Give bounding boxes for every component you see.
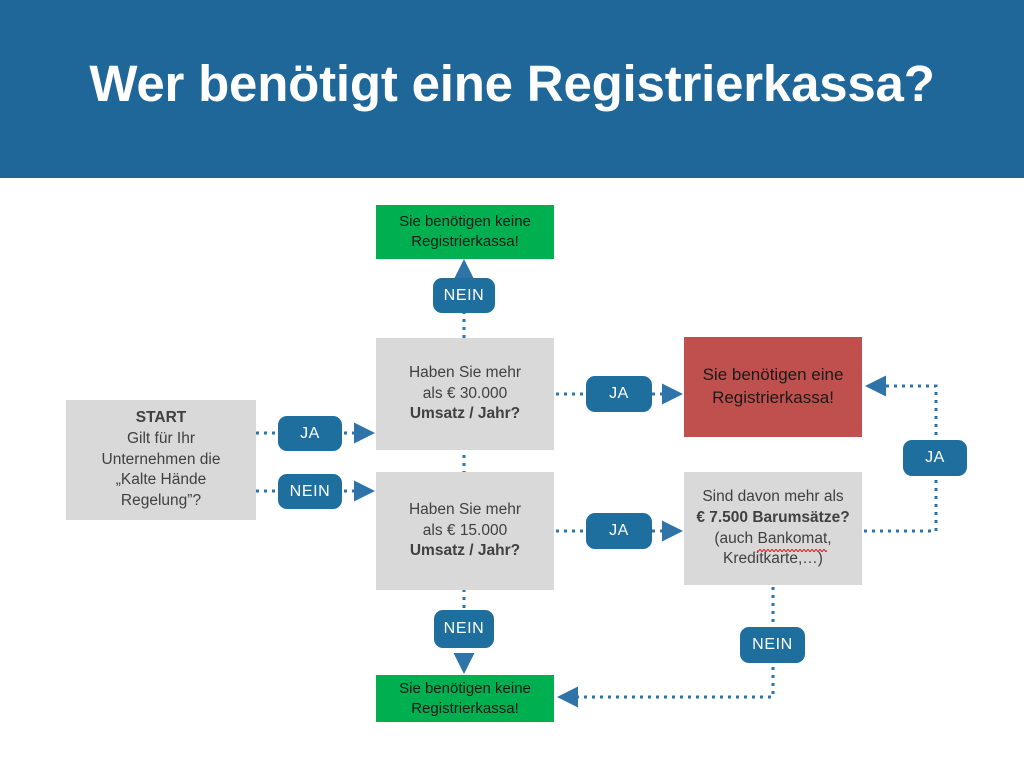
start-line-4: „Kalte Hände bbox=[115, 471, 207, 489]
edge-label-q30000-nein[interactable]: NEIN bbox=[433, 278, 495, 313]
q15000-line-1: Haben Sie mehr bbox=[408, 501, 521, 519]
q15000-line-2: als € 15.000 bbox=[422, 521, 508, 539]
result-red-line-2: Registrierkassa! bbox=[712, 388, 834, 407]
start-line-3: Unternehmen die bbox=[101, 450, 221, 468]
start-line-1: START bbox=[135, 409, 187, 427]
edge-label-q15000-nein[interactable]: NEIN bbox=[434, 610, 494, 648]
node-question-umsatz-30000[interactable]: Haben Sie mehr als € 30.000 Umsatz / Jah… bbox=[376, 338, 554, 450]
node-result-no-register-bottom[interactable]: Sie benötigen keine Registrierkassa! bbox=[376, 675, 554, 722]
result-red-line-1: Sie benötigen eine bbox=[702, 365, 844, 385]
q30000-line-1: Haben Sie mehr bbox=[408, 364, 521, 382]
barumsaetze-line-1: Sind davon mehr als bbox=[702, 488, 844, 506]
start-line-5: Regelung”? bbox=[120, 491, 202, 509]
node-result-no-register-top[interactable]: Sie benötigen keine Registrierkassa! bbox=[376, 205, 554, 259]
result-top-line-1: Sie benötigen keine bbox=[399, 213, 531, 231]
q15000-line-3: Umsatz / Jahr? bbox=[409, 542, 521, 560]
barumsaetze-line-4: Kreditkarte,…) bbox=[723, 550, 823, 568]
result-top-line-2: Registrierkassa! bbox=[411, 233, 519, 250]
edge-label-barumsaetze-ja[interactable]: JA bbox=[903, 440, 967, 476]
node-question-umsatz-15000[interactable]: Haben Sie mehr als € 15.000 Umsatz / Jah… bbox=[376, 472, 554, 590]
edge-label-q15000-ja[interactable]: JA bbox=[586, 513, 652, 549]
page-title: Wer benötigt eine Registrierkassa? bbox=[89, 55, 935, 112]
flowchart-canvas: START Gilt für Ihr Unternehmen die „Kalt… bbox=[0, 178, 1024, 766]
q30000-line-3: Umsatz / Jahr? bbox=[409, 405, 521, 423]
edge-label-start-nein[interactable]: NEIN bbox=[278, 474, 342, 509]
node-result-needs-register[interactable]: Sie benötigen eine Registrierkassa! bbox=[684, 337, 862, 437]
edge-label-q30000-ja[interactable]: JA bbox=[586, 376, 652, 412]
q30000-line-2: als € 30.000 bbox=[422, 384, 508, 402]
header-banner: Wer benötigt eine Registrierkassa? bbox=[0, 0, 1024, 178]
node-question-barumsaetze[interactable]: Sind davon mehr als € 7.500 Barumsätze? … bbox=[684, 472, 862, 585]
start-line-2: Gilt für Ihr bbox=[126, 430, 196, 448]
edge-label-start-ja[interactable]: JA bbox=[278, 416, 342, 451]
barumsaetze-line-2: € 7.500 Barumsätze? bbox=[696, 508, 850, 526]
barumsaetze-line-3: (auch Bankomat, bbox=[714, 529, 832, 552]
spellcheck-word-bankomat: Bankomat bbox=[757, 529, 827, 552]
node-start[interactable]: START Gilt für Ihr Unternehmen die „Kalt… bbox=[66, 400, 256, 520]
result-bottom-line-1: Sie benötigen keine bbox=[399, 679, 531, 697]
edge-label-barumsaetze-nein[interactable]: NEIN bbox=[740, 627, 805, 663]
result-bottom-line-2: Registrierkassa! bbox=[411, 699, 519, 717]
